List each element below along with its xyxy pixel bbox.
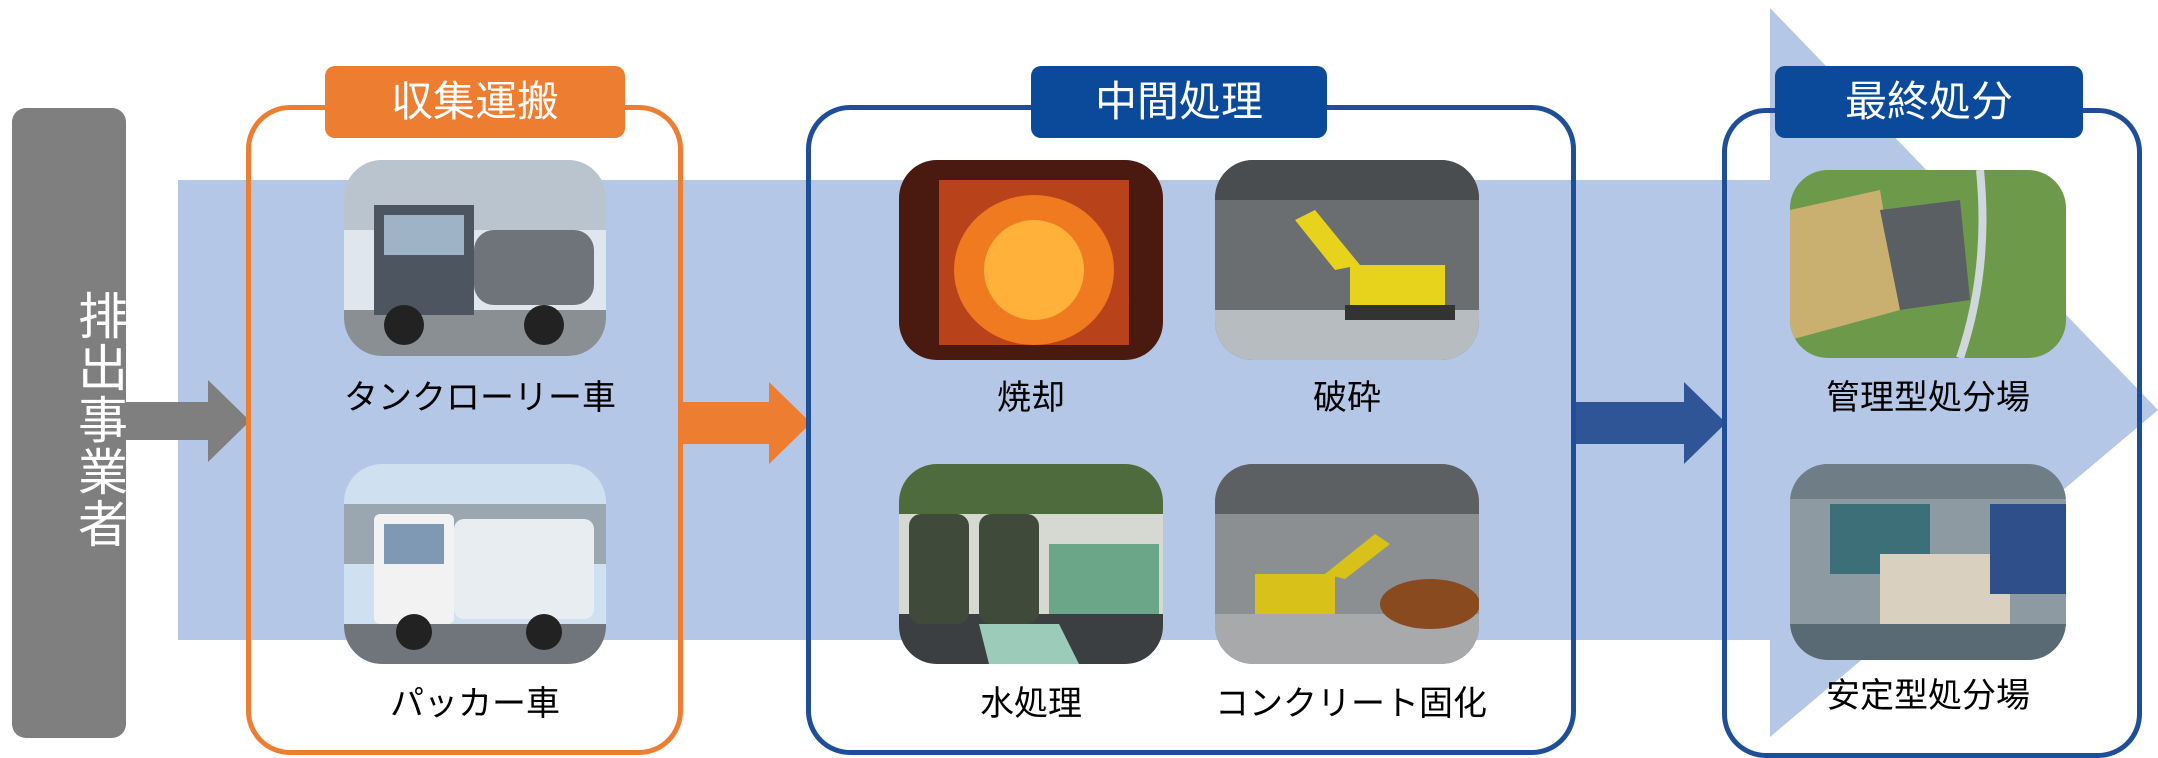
controlled-landfill-photo [1790, 170, 2066, 358]
collection-title: 収集運搬 [325, 66, 625, 138]
packer-truck-label: パッカー車 [390, 684, 560, 724]
crushing-photo [1215, 160, 1479, 360]
intermediate-title: 中間処理 [1031, 66, 1327, 138]
arrow-collection-to-intermediate [683, 382, 811, 464]
emitter-box [12, 108, 126, 738]
stable-landfill-label: 安定型処分場 [1826, 676, 2030, 716]
emitter-label: 排出事業者 [70, 290, 128, 550]
controlled-landfill-label: 管理型処分場 [1826, 378, 2030, 418]
crushing-label: 破砕 [1313, 378, 1381, 418]
water-treatment-label: 水処理 [980, 684, 1082, 724]
tank-lorry-label: タンクローリー車 [344, 378, 616, 418]
concrete-solidification-photo [1215, 464, 1479, 664]
arrow-emitter-to-collection [126, 380, 250, 462]
arrow-intermediate-to-final [1576, 382, 1726, 464]
stable-landfill-photo [1790, 464, 2066, 660]
incineration-photo [899, 160, 1163, 360]
packer-truck-photo [344, 464, 606, 664]
concrete-solidification-label: コンクリート固化 [1215, 684, 1487, 724]
water-treatment-photo [899, 464, 1163, 664]
tank-lorry-photo [344, 160, 606, 356]
incineration-label: 焼却 [997, 378, 1065, 418]
final-title: 最終処分 [1775, 66, 2083, 138]
